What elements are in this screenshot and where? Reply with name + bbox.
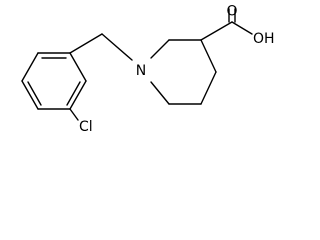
double-bond-inner — [66, 81, 81, 106]
bond — [69, 33, 103, 54]
bond — [69, 52, 87, 82]
molecule-drawing: N Cl OH O — [21, 4, 275, 135]
nitrogen-label: N — [136, 63, 146, 79]
atom-labels: N Cl OH O — [79, 4, 275, 135]
bond — [200, 21, 233, 41]
double-bond-inner — [27, 81, 42, 106]
structure-diagram: N Cl OH O — [21, 3, 275, 135]
bond — [21, 80, 39, 110]
hydroxyl-label: OH — [253, 31, 275, 47]
carbonyl-oxygen-label: O — [226, 4, 237, 20]
bond — [69, 80, 87, 110]
bond — [150, 39, 170, 59]
bond — [69, 108, 79, 121]
bonds — [21, 8, 253, 121]
bond — [150, 81, 170, 105]
bond — [200, 39, 217, 73]
bond — [101, 33, 133, 61]
chlorine-label: Cl — [79, 119, 93, 135]
bond — [200, 71, 217, 105]
bond — [21, 52, 39, 82]
bond — [231, 21, 253, 35]
